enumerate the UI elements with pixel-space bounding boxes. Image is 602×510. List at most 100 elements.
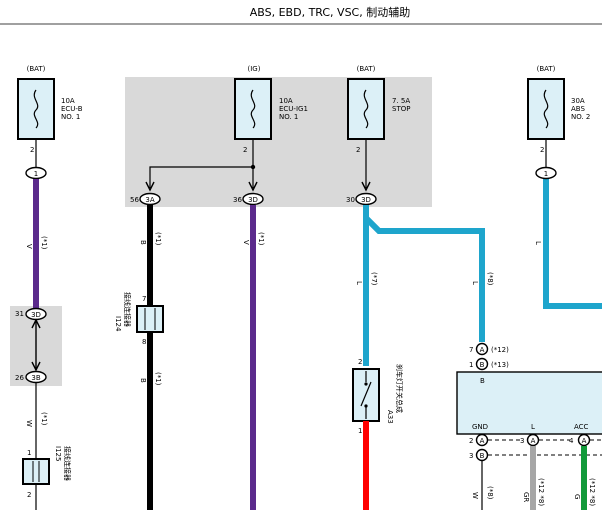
fuse3-source: (BAT) — [357, 65, 376, 73]
j2-num: 36 — [233, 196, 242, 204]
wire-blue-abs-color: L — [534, 241, 542, 245]
wire-blue-abs — [543, 179, 602, 309]
ecu-pin-a — [475, 342, 489, 356]
left-conn-bottom-num: 26 — [15, 374, 24, 382]
j1-num: 56 — [130, 196, 139, 204]
left-conn-top-tag: 3D — [31, 311, 41, 319]
j3-num: 30 — [346, 196, 355, 204]
fuse1-number: NO. 1 — [61, 113, 80, 121]
wire-white-ecu-note: (*8) — [486, 486, 494, 500]
wire-white-left-note: (*1) — [40, 412, 48, 426]
j1-tag: 3A — [145, 196, 154, 204]
fuse4-connector — [535, 166, 557, 180]
wire-green-note: (*12 *8) — [588, 478, 596, 506]
a33-pin-bottom: 1 — [358, 427, 362, 435]
wire-white-ecu-color: W — [471, 492, 479, 499]
j1-connector — [139, 192, 161, 206]
wire-violet-left-note: (*1) — [40, 236, 48, 250]
ecu-l-label: L — [531, 423, 535, 431]
ecu-acc-tag: A — [582, 437, 587, 445]
fuse3-pin: 2 — [356, 146, 360, 154]
ecu-title: B — [480, 377, 485, 385]
ecu-gnd-b — [475, 448, 489, 462]
fuse1-rating: 10A — [61, 97, 75, 105]
ecu-gnd-a-tag: A — [480, 437, 485, 445]
ecu-pin-b-num: 1 — [469, 361, 473, 369]
wire-blue-right-note: (*8) — [486, 272, 494, 286]
i124-id: I124 — [114, 316, 122, 332]
wire-violet-middle-note: (*1) — [257, 232, 265, 246]
i125-name: 接线连接器 — [63, 446, 72, 481]
fuse4-pin: 2 — [540, 146, 544, 154]
ecu-l-num: 3 — [520, 437, 524, 445]
fuse4-conn-label: 1 — [544, 170, 548, 178]
fuse4-number: NO. 2 — [571, 113, 590, 121]
page-title: ABS, EBD, TRC, VSC, 制动辅助 — [250, 5, 410, 19]
wire-blue-left-note: (*7) — [370, 272, 378, 286]
left-conn-bottom — [25, 370, 47, 384]
fuse2-number: NO. 1 — [279, 113, 298, 121]
ecu-l-pin — [526, 433, 540, 447]
fuse2-rating: 10A — [279, 97, 293, 105]
fuse3-rating: 7. 5A — [392, 97, 410, 105]
i125-connector — [22, 458, 50, 485]
i124-name: 接线连接器 — [123, 292, 132, 327]
wire-black-upper-note: (*1) — [154, 232, 162, 246]
a33-id: A33 — [386, 410, 394, 424]
ecu-pin-b — [475, 357, 489, 371]
ecu-gnd-label: GND — [472, 423, 488, 431]
ecu-acc-pin — [577, 433, 591, 447]
wire-violet-left-color: V — [25, 244, 33, 249]
a33-name: 刹车灯开关总成 — [395, 364, 404, 413]
ecu-pin-a-note: (*12) — [491, 346, 509, 354]
wire-white-left-color: W — [25, 420, 33, 427]
fuse2-name: ECU-IG1 — [279, 105, 308, 113]
fuse4-rating: 30A — [571, 97, 585, 105]
wire-green-color: G — [573, 494, 581, 499]
i125-pin-bottom: 2 — [27, 491, 31, 499]
ecu-gnd-a — [475, 433, 489, 447]
ecu-pin-b-note: (*13) — [491, 361, 509, 369]
ecu-l-tag: A — [531, 437, 536, 445]
a33-pin-top: 2 — [358, 358, 362, 366]
ecu-box — [456, 371, 602, 435]
ecu-acc-label: ACC — [574, 423, 589, 431]
i124-pin-bottom: 8 — [142, 338, 146, 346]
ecu-pin-a-num: 7 — [469, 346, 473, 354]
fuse1-connector — [25, 166, 47, 180]
fuse1-name: ECU-B — [61, 105, 83, 113]
ecu-gnd-a-num: 2 — [469, 437, 473, 445]
fuse4-name: ABS — [571, 105, 585, 113]
wire-black-upper-color: B — [139, 240, 147, 245]
j2-connector — [242, 192, 264, 206]
left-conn-bottom-tag: 3B — [31, 374, 40, 382]
fuse3 — [347, 78, 385, 140]
i125-pin-top: 1 — [27, 449, 31, 457]
fuse1-conn-label: 1 — [34, 170, 38, 178]
wire-black-lower-note: (*1) — [154, 372, 162, 386]
j2-tag: 3D — [248, 196, 258, 204]
wire-gray-note: (*12 *8) — [537, 478, 545, 506]
fuse1-pin: 2 — [30, 146, 34, 154]
i124-pin-top: 7 — [142, 295, 146, 303]
ecu-acc-num: 4 — [569, 437, 574, 445]
wire-blue-left-color: L — [355, 281, 363, 285]
fuse2-source: (IG) — [248, 65, 261, 73]
i124-connector — [136, 305, 164, 333]
wire-blue-right-color: L — [471, 281, 479, 285]
ecu-gnd-b-num: 3 — [469, 452, 473, 460]
ecu-pin-a-tag: A — [480, 346, 485, 354]
fuse1 — [17, 78, 55, 140]
wire-gray-color: GR — [522, 492, 530, 502]
wire-black-lower-color: B — [139, 378, 147, 383]
left-conn-top-num: 31 — [15, 310, 24, 318]
fuse1-source: (BAT) — [27, 65, 46, 73]
ecu-gnd-b-tag: B — [480, 452, 485, 460]
wire-violet-middle-color: V — [242, 240, 250, 245]
i125-id: I125 — [54, 446, 62, 461]
fuse2-pin: 2 — [243, 146, 247, 154]
fuse3-name: STOP — [392, 105, 410, 113]
wire-blue-to-ecu — [363, 205, 485, 342]
fuse4 — [527, 78, 565, 140]
